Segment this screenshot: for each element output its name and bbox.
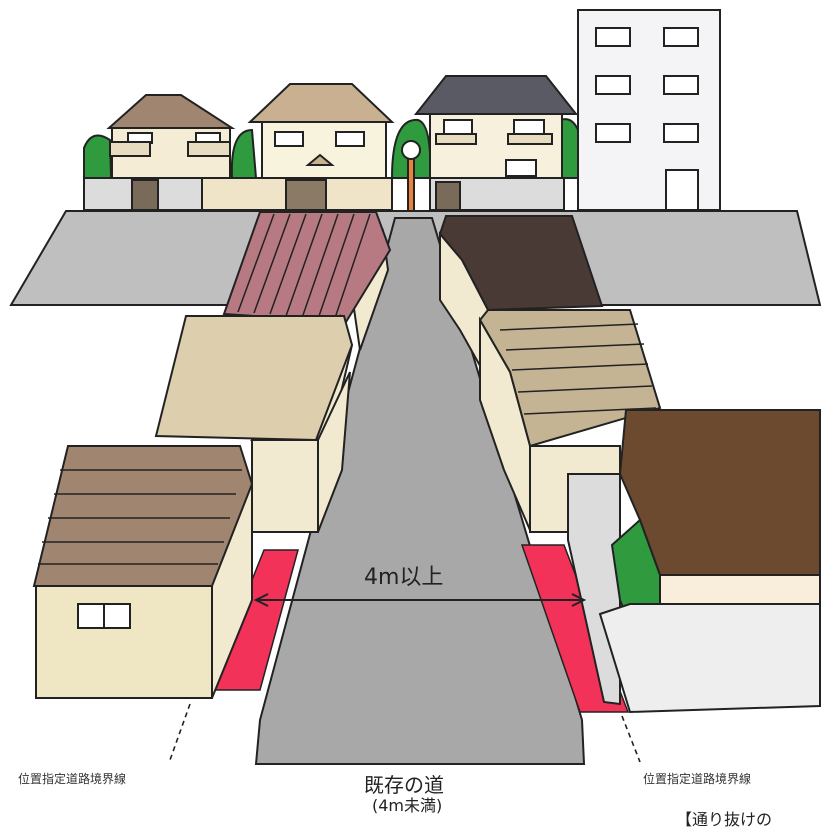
apartment-window bbox=[663, 123, 699, 143]
house-window bbox=[443, 119, 473, 135]
arrow-left-icon bbox=[253, 593, 269, 607]
hedge bbox=[230, 128, 258, 179]
gate bbox=[131, 179, 159, 211]
boundary-label-left: 位置指定道路境界線 bbox=[18, 772, 127, 786]
balcony bbox=[435, 133, 477, 145]
front-fence bbox=[598, 603, 821, 714]
house-roof bbox=[106, 94, 236, 129]
house-window bbox=[513, 119, 545, 135]
house-window bbox=[274, 131, 304, 147]
balcony bbox=[507, 133, 553, 145]
entrance-canopy bbox=[305, 153, 335, 166]
house-roof bbox=[247, 83, 395, 123]
background-houses bbox=[83, 9, 721, 211]
arrow-right-icon bbox=[571, 593, 587, 607]
house-window bbox=[335, 131, 365, 147]
boundary-leader-left bbox=[169, 703, 191, 761]
gate bbox=[285, 179, 327, 211]
house-roof-red bbox=[222, 211, 392, 324]
gate bbox=[435, 181, 461, 211]
apartment-window bbox=[595, 27, 631, 47]
balcony bbox=[109, 141, 151, 157]
apartment-window bbox=[595, 123, 631, 143]
compound-wall bbox=[567, 473, 621, 706]
mirror-pole bbox=[407, 149, 415, 219]
traffic-mirror bbox=[401, 140, 421, 219]
caption-text: 【通り抜けの bbox=[676, 810, 773, 829]
road-name-label: 既存の道 bbox=[364, 773, 444, 797]
right-houses bbox=[438, 215, 821, 714]
balcony bbox=[187, 141, 231, 157]
house-roof bbox=[413, 75, 579, 115]
house-roof-brown bbox=[32, 445, 254, 587]
width-dimension bbox=[253, 593, 587, 607]
house-wall-front bbox=[35, 579, 213, 699]
house-wall bbox=[261, 121, 387, 181]
house-roof-beige bbox=[154, 315, 354, 442]
mirror-face bbox=[401, 140, 421, 160]
boundary-leader-right bbox=[621, 715, 641, 763]
width-label: 4m以上 bbox=[364, 565, 444, 590]
apartment-window bbox=[595, 75, 631, 95]
boundary-label-right: 位置指定道路境界線 bbox=[643, 772, 752, 786]
house-window bbox=[505, 159, 537, 177]
existing-road bbox=[254, 217, 586, 765]
house-wall bbox=[251, 439, 319, 533]
apartment-window bbox=[663, 75, 699, 95]
apartment-entrance bbox=[665, 169, 699, 211]
left-houses bbox=[32, 211, 392, 699]
road-width-note: (4m未満) bbox=[372, 796, 443, 815]
apartment-window bbox=[663, 27, 699, 47]
